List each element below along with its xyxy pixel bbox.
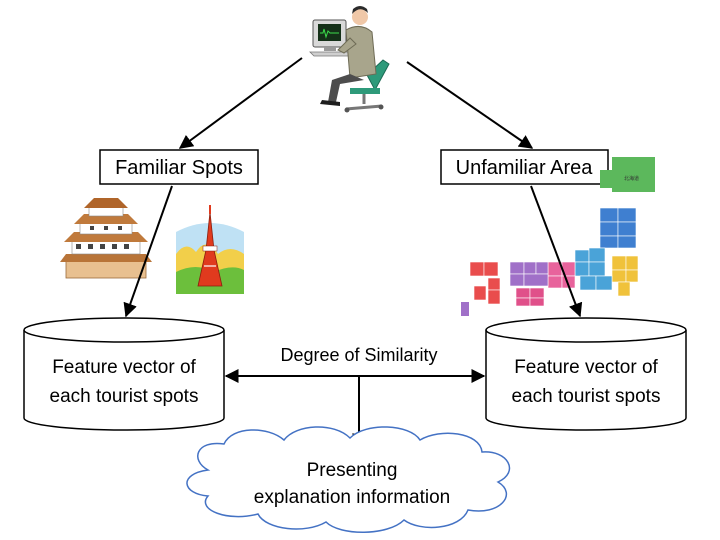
right-feature-database: Feature vector of each tourist spots: [485, 317, 687, 431]
cloud-label-line1: Presenting: [307, 460, 398, 481]
japan-prefecture-map-icon: 北海道: [461, 157, 655, 316]
svg-text:北海道: 北海道: [624, 175, 639, 182]
arrow-user-to-unfamiliar: [406, 61, 534, 149]
similarity-label: Degree of Similarity: [280, 345, 437, 365]
right-db-label-line2: each tourist spots: [512, 386, 661, 407]
arrow-user-to-familiar: [178, 57, 303, 149]
right-db-label-line1: Feature vector of: [514, 357, 658, 378]
tokyo-tower-icon: [176, 205, 244, 294]
arrow-unfamiliar-to-db: [530, 185, 583, 318]
person-at-computer-icon: [309, 6, 390, 113]
unfamiliar-area-box: Unfamiliar Area: [440, 149, 609, 185]
explanation-cloud: Presenting explanation information: [186, 426, 511, 533]
left-feature-database: Feature vector of each tourist spots: [23, 317, 225, 431]
left-db-label-line1: Feature vector of: [52, 357, 196, 378]
japanese-castle-icon: [60, 198, 152, 279]
unfamiliar-area-label: Unfamiliar Area: [456, 157, 594, 179]
cloud-label-line2: explanation information: [254, 487, 450, 508]
arrow-familiar-to-db: [123, 185, 173, 318]
left-db-label-line2: each tourist spots: [50, 386, 199, 407]
familiar-spots-label: Familiar Spots: [115, 157, 243, 179]
familiar-spots-box: Familiar Spots: [99, 149, 259, 185]
